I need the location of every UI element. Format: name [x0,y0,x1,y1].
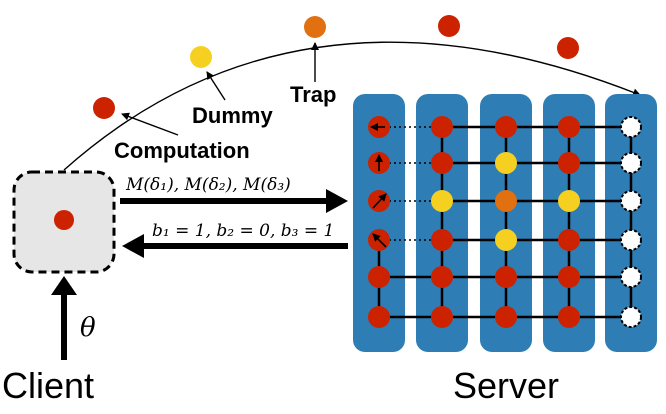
qubit-dummy [431,190,453,212]
qubit-open [620,229,642,251]
qubit-dummy [495,152,517,174]
qubit-dummy [495,229,517,251]
dot-dummy [190,46,212,68]
client-qubit [54,210,74,230]
qubit-computation [431,116,453,138]
dummy-label: Dummy [192,103,273,128]
trap-label: Trap [290,82,336,107]
qubit-dummy [558,190,580,212]
return-arrowhead [122,234,144,258]
qubit-computation [495,306,517,328]
qubit-trap [495,190,517,212]
qubit-open [620,306,642,328]
qubit-computation [558,306,580,328]
qubit-open [620,266,642,288]
measurement-arrow [372,193,387,209]
measurement-arrow [372,233,387,248]
qubit-computation [558,266,580,288]
dot-computation-3 [557,37,579,59]
server-column-1 [353,94,405,352]
qubit-computation [368,306,390,328]
computation-label: Computation [114,138,250,163]
qubit-computation [431,229,453,251]
qubit-computation [431,152,453,174]
qubit-open [620,116,642,138]
theta-arrowhead [51,276,77,295]
client-title: Client [2,365,94,406]
theta-label: θ [80,313,96,343]
server-title: Server [453,365,559,406]
dot-computation-1 [93,97,115,119]
qubit-computation [495,266,517,288]
qubit-computation [431,306,453,328]
qubit-computation [431,266,453,288]
dot-computation-2 [438,15,460,37]
qubit-open [620,152,642,174]
qubit-computation [368,266,390,288]
qubit-computation [495,116,517,138]
qubit-computation [558,116,580,138]
dot-trap [304,16,326,38]
dummy-pointer [206,71,226,101]
qubit-computation [558,229,580,251]
computation-pointer [121,112,179,136]
qubit-computation [558,152,580,174]
return-message: b₁ = 1, b₂ = 0, b₃ = 1 [152,221,334,241]
server-grid [353,94,657,352]
qubit-open [620,190,642,212]
forward-message: M(δ₁), M(δ₂), M(δ₃) [125,175,291,195]
forward-arrowhead [326,189,348,213]
